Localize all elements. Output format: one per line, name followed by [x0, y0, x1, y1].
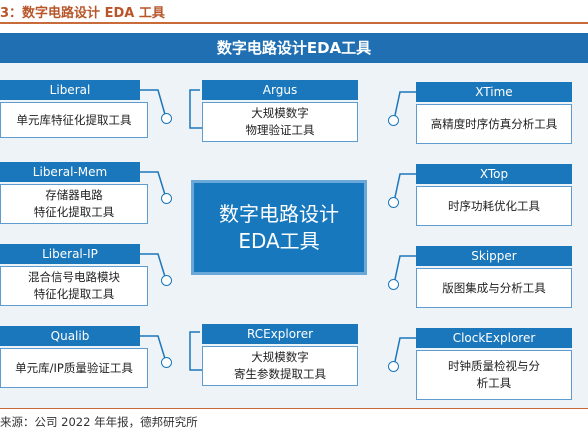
link-argus [189, 89, 202, 129]
tool-description: 时钟质量检视与分 析工具 [416, 350, 572, 400]
tool-name: Liberal-IP [0, 244, 140, 264]
tool-name: Liberal-Mem [0, 162, 140, 182]
link-liberal-mem [140, 171, 167, 199]
tool-description: 大规模数字 寄生参数提取工具 [202, 346, 358, 386]
tool-description-line: 析工具 [476, 376, 512, 390]
connector-dot [161, 275, 172, 286]
tool-description-line: 物理验证工具 [245, 123, 315, 137]
connector-dot [388, 197, 399, 208]
link-xtop [393, 173, 416, 203]
tool-description-line: 版图集成与分析工具 [442, 280, 546, 295]
tool-description-line: 寄生参数提取工具 [234, 367, 326, 381]
tool-name: Qualib [0, 326, 140, 346]
link-liberal-ip [140, 253, 167, 281]
tool-description: 高精度时序仿真分析工具 [416, 104, 572, 144]
connector-dot [388, 115, 399, 126]
tool-name: Skipper [416, 246, 572, 266]
connector-dot [161, 357, 172, 368]
tool-name: RCExplorer [202, 324, 358, 344]
tool-name: XTop [416, 164, 572, 184]
figure-title: 3：数字电路设计 EDA 工具 [0, 6, 165, 21]
connector-dot [161, 193, 172, 204]
tool-description-line: 大规模数字 [251, 350, 309, 364]
source-note: 来源：公司 2022 年年报，德邦研究所 [0, 415, 198, 429]
tool-description-line: 高精度时序仿真分析工具 [430, 116, 558, 131]
tool-description: 混合信号电路模块 特征化提取工具 [0, 266, 148, 306]
tool-name: Argus [202, 80, 358, 100]
title-rule [0, 22, 588, 24]
tool-name: Liberal [0, 80, 140, 100]
connector-dot [161, 113, 172, 124]
tool-description-line: 混合信号电路模块 [28, 270, 120, 284]
tool-description-line: 单元库特征化提取工具 [16, 112, 132, 127]
connector-dot [388, 279, 399, 290]
tool-description-line: 时钟质量检视与分 [448, 359, 540, 373]
tool-description-line: 特征化提取工具 [33, 287, 115, 301]
center-hub: 数字电路设计 EDA工具 [191, 180, 367, 275]
tool-description-line: 时序功耗优化工具 [448, 198, 540, 213]
banner-title: 数字电路设计EDA工具 [0, 33, 588, 63]
tool-description: 版图集成与分析工具 [416, 268, 572, 308]
center-line: 数字电路设计 [219, 201, 339, 226]
tool-description: 大规模数字 物理验证工具 [202, 102, 358, 142]
tool-description-line: 单元库/IP质量验证工具 [15, 360, 133, 375]
connector-dot [388, 361, 399, 372]
tool-description-line: 存储器电路 [45, 188, 103, 202]
link-qualib [140, 335, 167, 363]
link-clockexplorer [393, 337, 416, 367]
link-xtime [393, 91, 416, 121]
center-line: EDA工具 [238, 228, 320, 253]
tool-name: ClockExplorer [416, 328, 572, 348]
tool-description: 时序功耗优化工具 [416, 186, 572, 226]
tool-description: 存储器电路 特征化提取工具 [0, 184, 148, 224]
tool-description-line: 特征化提取工具 [33, 205, 115, 219]
tool-name: XTime [416, 82, 572, 102]
link-liberal [140, 89, 167, 119]
tool-description-line: 大规模数字 [251, 106, 309, 120]
tool-description: 单元库/IP质量验证工具 [0, 348, 148, 388]
link-rcexplorer [189, 331, 202, 371]
link-skipper [393, 255, 416, 285]
tool-description: 单元库特征化提取工具 [0, 102, 148, 138]
footer-rule [0, 408, 588, 409]
